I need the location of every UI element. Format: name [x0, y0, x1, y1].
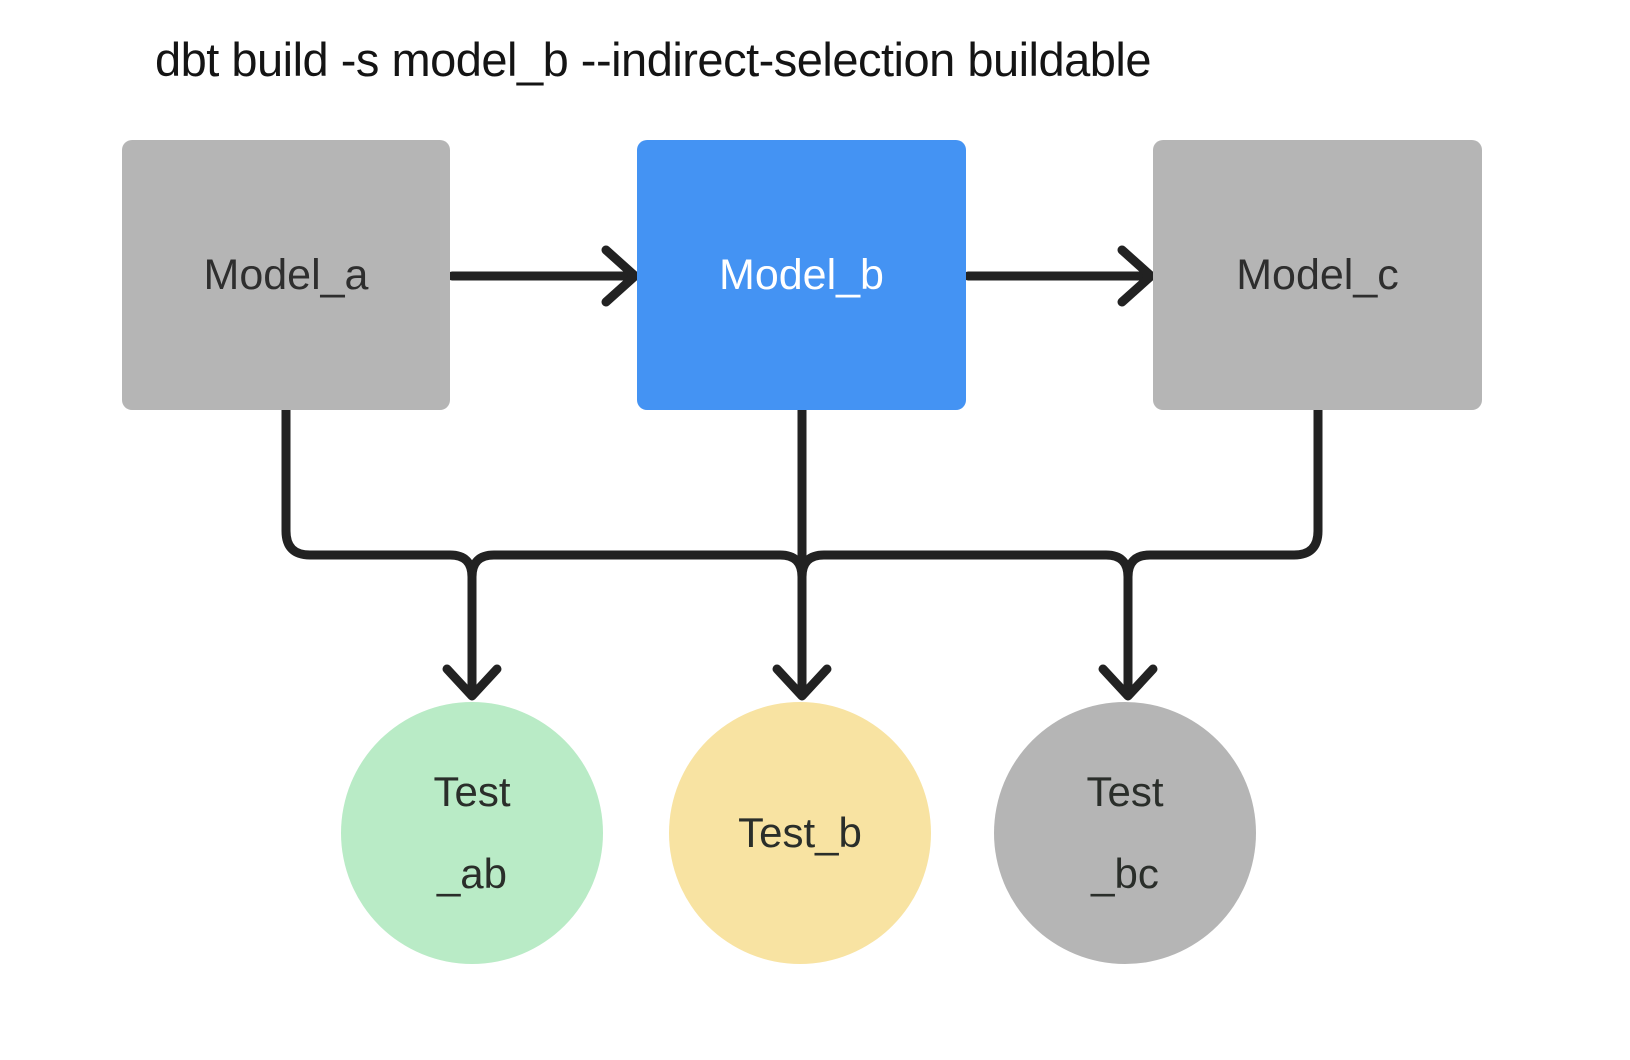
test-bc-label-line2: _bc	[1091, 850, 1159, 897]
test-b-node: Test_b	[669, 702, 931, 964]
model-b-label: Model_b	[719, 250, 884, 299]
edge-model-c-to-test-bc	[1123, 405, 1323, 699]
arrowhead-icon	[601, 245, 640, 307]
model-a-node: Model_a	[122, 140, 450, 410]
test-bc-label-line1: Test	[1086, 768, 1164, 816]
arrowhead-icon	[1098, 664, 1158, 701]
edge-bus-segment-right	[797, 550, 1133, 582]
edge-model-a-to-test-ab	[281, 405, 477, 699]
model-b-node-selected: Model_b	[637, 140, 966, 410]
arrowhead-icon	[1117, 245, 1156, 307]
test-bc-node: Test _bc	[994, 702, 1256, 964]
model-a-label: Model_a	[203, 250, 369, 299]
test-ab-label-line2: _ab	[436, 850, 508, 897]
test-ab-node: Test _ab	[341, 702, 603, 964]
model-c-label: Model_c	[1236, 250, 1399, 299]
edge-bus-segment-left	[467, 550, 807, 582]
model-c-node: Model_c	[1153, 140, 1482, 410]
diagram-title: dbt build -s model_b --indirect-selectio…	[155, 33, 1152, 86]
test-b-label-line1: Test_b	[738, 809, 862, 857]
test-ab-label-line1: Test	[433, 768, 511, 816]
arrowhead-icon	[772, 664, 832, 701]
arrowhead-icon	[442, 664, 502, 701]
